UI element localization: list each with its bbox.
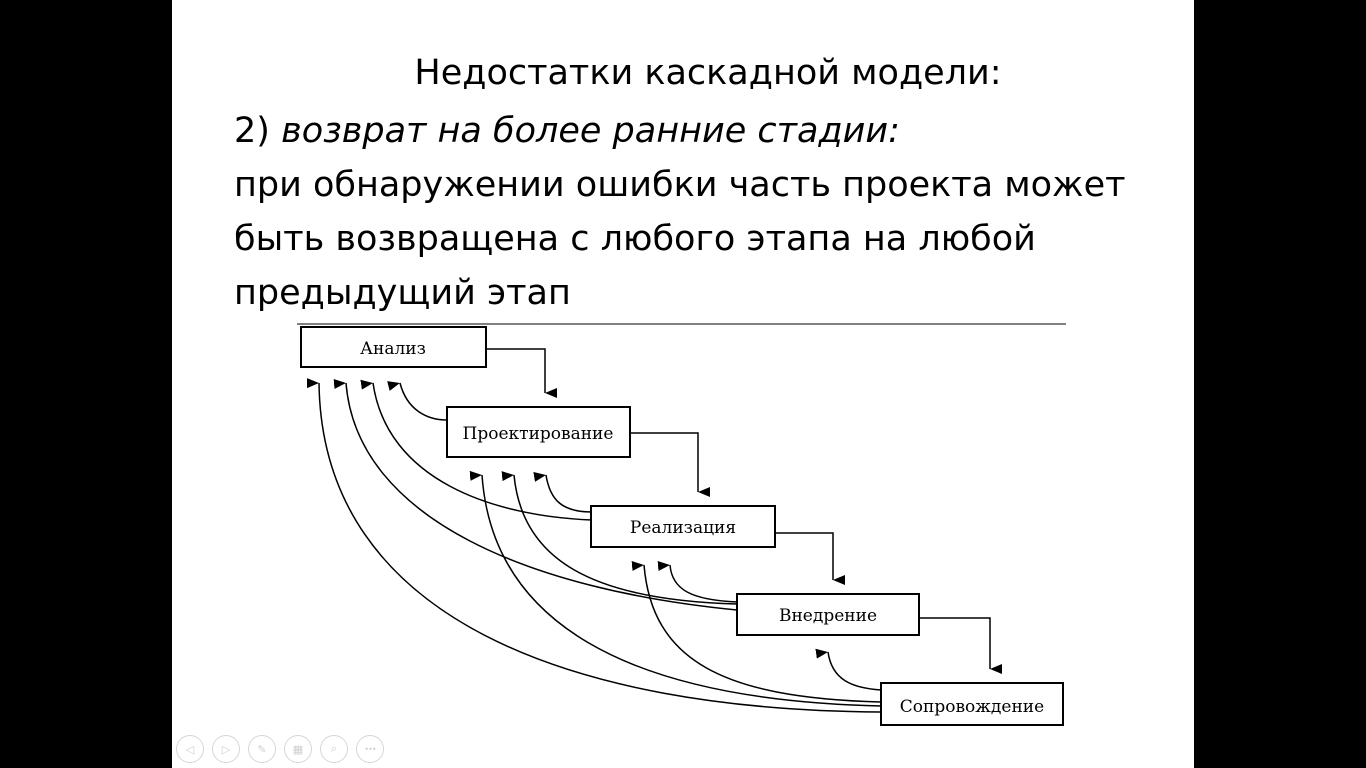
stage-label-analysis: Анализ [360, 339, 426, 359]
body-line-2: быть возвращена с любого этапа на любой [234, 219, 1036, 259]
arrow-left-icon: ◁ [185, 742, 195, 756]
forward-arrow-deployment-maintenance [919, 617, 1002, 674]
return-arrow-maintenance-deployment [815, 648, 882, 691]
waterfall-diagram: Анализ Проектирование Реализация Внедрен… [297, 323, 1066, 726]
point-number: 2) [234, 111, 270, 151]
slide-title: Недостатки каскадной модели: [414, 53, 1002, 93]
slideshow-navigation: ◁ ▷ ✎ ▦ ⌕ ••• [176, 734, 384, 764]
return-arrow-implementation-analysis [360, 379, 593, 521]
stage-label-deployment: Внедрение [779, 606, 877, 626]
pen-button[interactable]: ✎ [248, 735, 276, 763]
stage-label-implementation: Реализация [630, 518, 736, 538]
pen-icon: ✎ [257, 742, 267, 756]
body-line-3: предыдущий этап [234, 273, 571, 313]
stage-label-design: Проектирование [463, 424, 614, 444]
return-arrow-deployment-implementation [657, 560, 738, 603]
more-options-button[interactable]: ••• [356, 735, 384, 763]
return-arrow-deployment-analysis [333, 378, 738, 611]
return-arrow-maintenance-design [469, 470, 882, 707]
stage-box-design: Проектирование [446, 406, 631, 458]
slides-overview-button[interactable]: ▦ [284, 735, 312, 763]
stage-box-analysis: Анализ [300, 326, 487, 368]
stage-box-deployment: Внедрение [736, 593, 920, 636]
forward-arrow-design-implementation [630, 432, 710, 497]
stage-label-maintenance: Сопровождение [900, 697, 1044, 717]
ellipsis-icon: ••• [364, 744, 376, 754]
return-arrow-implementation-design [533, 471, 593, 513]
zoom-button[interactable]: ⌕ [320, 735, 348, 763]
arrow-right-icon: ▷ [221, 742, 231, 756]
magnifier-icon: ⌕ [330, 742, 338, 755]
next-slide-button[interactable]: ▷ [212, 735, 240, 763]
return-arrow-deployment-design [501, 471, 738, 605]
return-arrow-maintenance-analysis [306, 378, 882, 713]
stage-box-maintenance: Сопровождение [880, 682, 1064, 726]
return-arrow-design-analysis [387, 381, 448, 421]
point-italic-text: возврат на более ранние стадии: [281, 111, 900, 151]
stage-box-implementation: Реализация [590, 505, 776, 548]
point-heading: 2) возврат на более ранние стадии: [234, 104, 1174, 158]
grid-icon: ▦ [292, 742, 304, 756]
return-arrow-maintenance-implementation [631, 561, 882, 703]
forward-arrow-implementation-deployment [775, 532, 845, 585]
forward-arrow-analysis-design [486, 348, 557, 398]
body-line-1: при обнаружении ошибки часть проекта мож… [234, 165, 1126, 205]
slide: Недостатки каскадной модели: 2) возврат … [172, 0, 1194, 768]
previous-slide-button[interactable]: ◁ [176, 735, 204, 763]
slide-body: 2) возврат на более ранние стадии: при о… [234, 104, 1174, 320]
